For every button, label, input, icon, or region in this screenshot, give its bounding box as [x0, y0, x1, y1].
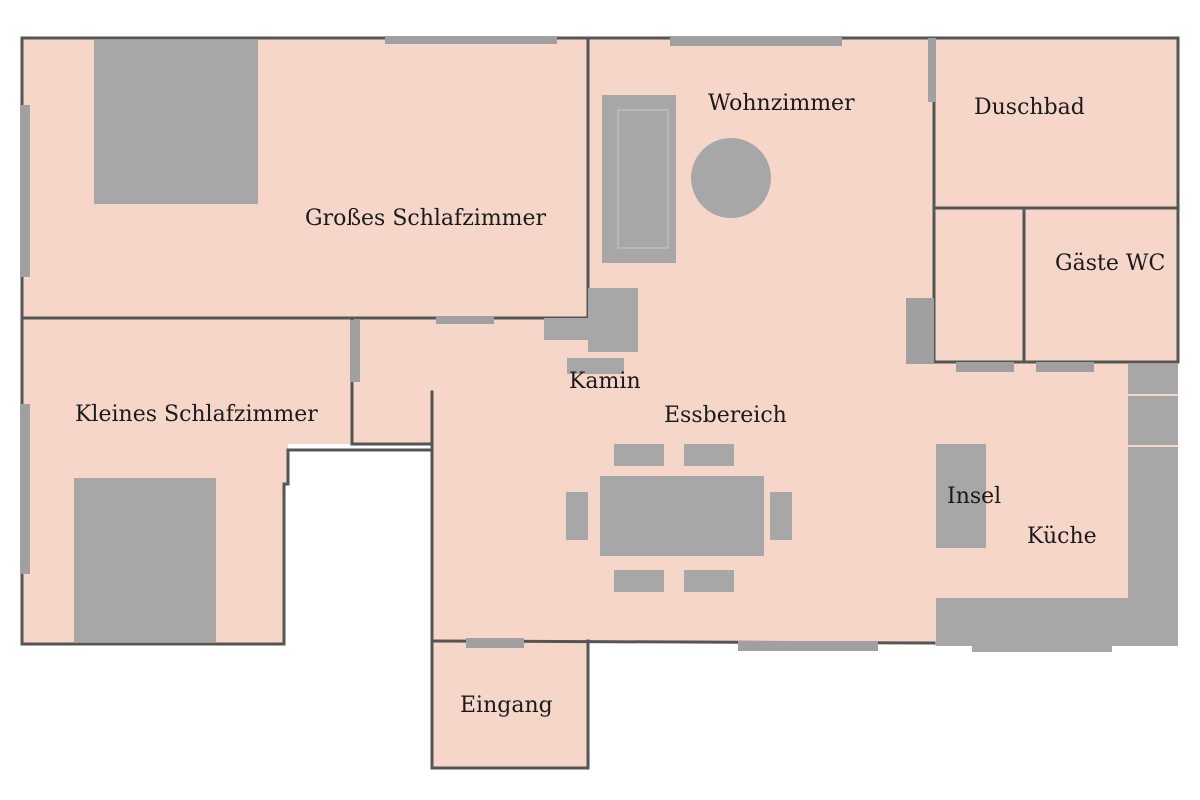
chair-top-left [614, 444, 664, 466]
label-small-bedroom: Kleines Schlafzimmer [75, 402, 318, 427]
window-master-left [20, 105, 30, 277]
window-living-top [670, 36, 842, 46]
floor-shower-bath [934, 38, 1178, 208]
label-master-bedroom: Großes Schlafzimmer [305, 206, 547, 231]
windows [20, 36, 1094, 651]
door-hall-top [436, 316, 494, 324]
window-wc-bottom-1 [956, 362, 1014, 372]
window-small-left [20, 404, 30, 574]
sofa-seat [619, 111, 667, 247]
double-bed-master [94, 40, 258, 204]
round-coffee-table [691, 138, 771, 218]
chair-top-right [684, 444, 734, 466]
chair-right [770, 492, 792, 540]
floor-entrance [432, 641, 588, 768]
floor-guest-wc [1024, 208, 1178, 362]
fireplace-hearth [544, 318, 592, 340]
window-wc-bottom-2 [1036, 362, 1094, 372]
floor-storage [934, 208, 1024, 362]
window-master-top [385, 36, 557, 44]
room-labels: Großes Schlafzimmer Wohnzimmer Duschbad … [75, 91, 1165, 718]
label-kitchen-island: Insel [947, 484, 1001, 509]
kitchen-counter-bottom [936, 598, 1178, 646]
chair-left [566, 492, 588, 540]
outer-wall-left [20, 36, 434, 646]
wall-bath-block [932, 36, 1180, 364]
kitchen-counter-base [972, 646, 1112, 652]
label-fireplace: Kamin [569, 369, 641, 394]
kitchen-island [936, 444, 986, 548]
label-guest-wc: Gäste WC [1055, 251, 1165, 276]
chair-bottom-right [684, 570, 734, 592]
label-shower-bath: Duschbad [974, 95, 1085, 120]
chair-bottom-left [614, 570, 664, 592]
wall-end-living [906, 298, 934, 364]
bed-small-bedroom [74, 478, 216, 642]
fireplace-base [567, 358, 624, 374]
door-hall-left [350, 320, 360, 382]
label-living-room: Wohnzimmer [708, 91, 855, 116]
furniture [74, 40, 1178, 652]
wall-entrance [430, 639, 590, 770]
label-dining-area: Essbereich [664, 403, 787, 428]
window-dining-bottom [738, 641, 878, 651]
dining-table [600, 476, 764, 556]
floor-hallway [352, 318, 432, 444]
window-bath-left [928, 38, 936, 102]
door-entrance-top [466, 638, 524, 648]
label-entrance: Eingang [460, 693, 553, 718]
label-kitchen: Küche [1027, 524, 1097, 549]
fireplace-chimney [588, 288, 638, 352]
